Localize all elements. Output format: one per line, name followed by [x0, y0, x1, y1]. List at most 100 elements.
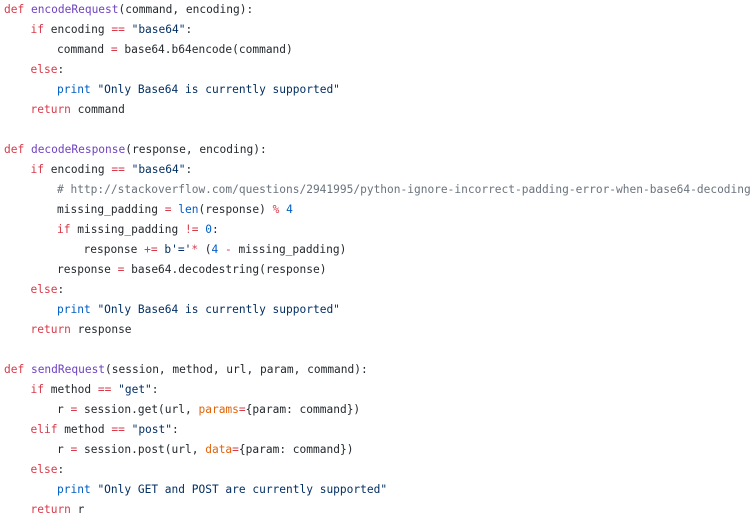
code-token-op: =	[117, 263, 125, 276]
code-token-txt: (command, encoding):	[118, 3, 254, 16]
code-line: def decodeResponse(response, encoding):	[4, 140, 267, 160]
code-line: missing_padding = len(response) % 4	[57, 200, 293, 220]
code-token-num: 0	[205, 223, 212, 236]
code-token-txt: r	[57, 403, 71, 416]
code-line: r = session.post(url, data={param: comma…	[57, 440, 353, 460]
code-token-txt: session.post(url,	[77, 443, 206, 456]
code-token-txt: command	[77, 103, 125, 116]
code-token-op: =	[70, 403, 78, 416]
code-token-kw: return	[30, 103, 78, 116]
code-line: return r	[31, 500, 85, 520]
code-token-op: *	[191, 243, 199, 256]
code-token-par: data	[205, 443, 233, 456]
code-token-txt: method	[50, 383, 98, 396]
code-token-txt: response	[77, 323, 132, 336]
code-token-op: ==	[111, 423, 125, 436]
code-token-bi: print	[57, 83, 91, 96]
code-line: def sendRequest(session, method, url, pa…	[4, 360, 368, 380]
code-token-bi: print	[57, 303, 91, 316]
code-token-txt: base64.b64encode(command)	[117, 43, 293, 56]
code-token-txt: {param: command})	[238, 443, 354, 456]
code-token-txt: (session, method, url, param, command):	[105, 363, 368, 376]
code-token-op: =	[164, 203, 172, 216]
code-line: response += b'='* (4 - missing_padding)	[84, 240, 347, 260]
code-token-txt: (response)	[198, 203, 273, 216]
code-token-txt: :	[185, 23, 193, 36]
code-line: else:	[31, 460, 65, 480]
code-line: def encodeRequest(command, encoding):	[4, 0, 253, 20]
code-token-kw: else	[30, 283, 58, 296]
code-token-str: "Only GET and POST are currently support…	[97, 483, 388, 496]
code-token-kw: return	[30, 503, 78, 516]
code-token-fn: encodeRequest	[30, 3, 119, 16]
code-token-txt: encoding	[50, 23, 112, 36]
code-token-op: =	[70, 443, 78, 456]
code-line: else:	[31, 280, 65, 300]
code-token-bi: print	[57, 483, 91, 496]
code-token-txt: (response, encoding):	[125, 143, 267, 156]
code-view: def encodeRequest(command, encoding):if …	[4, 0, 751, 516]
code-token-kw: else	[30, 63, 58, 76]
code-token-op: ==	[111, 23, 125, 36]
code-line: if missing_padding != 0:	[57, 220, 219, 240]
code-token-txt: :	[185, 163, 193, 176]
code-token-op: +=	[144, 243, 158, 256]
code-token-txt: base64.decodestring(response)	[124, 263, 327, 276]
code-token-op: !=	[185, 223, 199, 236]
code-token-txt: encoding	[50, 163, 112, 176]
code-token-str: b'='	[164, 243, 192, 256]
code-token-str: "Only Base64 is currently supported"	[97, 303, 340, 316]
code-token-str: "post"	[131, 423, 172, 436]
code-line: command = base64.b64encode(command)	[57, 40, 293, 60]
code-token-op: ==	[97, 383, 112, 396]
code-token-txt: r	[57, 443, 71, 456]
code-token-op: =	[232, 443, 239, 456]
code-line: return response	[31, 320, 132, 340]
code-token-txt: missing_padding	[57, 203, 165, 216]
code-token-kw: elif	[30, 423, 65, 436]
code-token-txt	[125, 23, 132, 36]
code-token-kw: def	[4, 143, 31, 156]
code-line: print "Only Base64 is currently supporte…	[57, 80, 340, 100]
code-token-txt: :	[172, 423, 179, 436]
code-token-op: ==	[111, 163, 125, 176]
code-token-txt: session.get(url,	[77, 403, 199, 416]
code-line: if encoding == "base64":	[31, 20, 193, 40]
code-token-kw: else	[30, 463, 58, 476]
code-token-kw: if	[30, 23, 51, 36]
code-token-kw: return	[30, 323, 78, 336]
code-token-par: params	[198, 403, 239, 416]
code-line: else:	[31, 60, 65, 80]
code-token-op: -	[225, 243, 232, 256]
code-line: if method == "get":	[31, 380, 159, 400]
code-token-num: 4	[286, 203, 293, 216]
code-token-com: # http://stackoverflow.com/questions/294…	[57, 183, 751, 196]
code-token-txt: missing_padding	[77, 223, 185, 236]
code-token-fn: sendRequest	[30, 363, 106, 376]
code-line: print "Only Base64 is currently supporte…	[57, 300, 340, 320]
code-line: response = base64.decodestring(response)	[57, 260, 326, 280]
code-token-txt: r	[77, 503, 85, 516]
code-token-txt: :	[57, 283, 65, 296]
code-line: return command	[31, 100, 125, 120]
code-token-fn: decodeResponse	[30, 143, 126, 156]
code-token-txt: :	[211, 223, 219, 236]
code-token-txt: :	[57, 463, 65, 476]
code-token-txt: (	[198, 243, 212, 256]
code-line: elif method == "post":	[31, 420, 179, 440]
code-token-str: "base64"	[131, 163, 186, 176]
code-token-txt: method	[64, 423, 112, 436]
code-line: r = session.get(url, params={param: comm…	[57, 400, 360, 420]
code-token-txt: missing_padding)	[231, 243, 347, 256]
code-token-op: =	[110, 43, 118, 56]
code-token-str: "Only Base64 is currently supported"	[97, 83, 340, 96]
code-token-txt: command	[57, 43, 111, 56]
code-token-txt: :	[57, 63, 65, 76]
code-token-kw: if	[30, 163, 51, 176]
code-token-kw: def	[4, 3, 31, 16]
code-line: if encoding == "base64":	[31, 160, 193, 180]
code-token-txt	[125, 163, 132, 176]
code-token-op: %	[272, 203, 280, 216]
code-line: print "Only GET and POST are currently s…	[57, 480, 387, 500]
code-token-kw: def	[4, 363, 31, 376]
